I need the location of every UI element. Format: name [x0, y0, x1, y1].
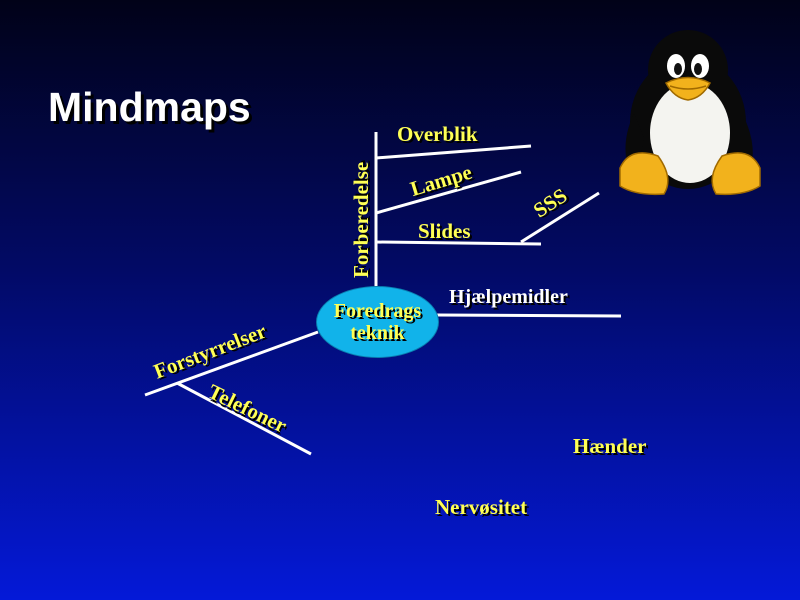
center-node: Foredrags teknik: [316, 286, 439, 358]
line-slides: [375, 240, 542, 246]
line-lampe: [375, 170, 522, 215]
line-hjaelpemidler: [436, 313, 622, 318]
line-overblik: [375, 144, 532, 160]
penguin-icon: [619, 30, 761, 196]
line-telefoner: [176, 381, 312, 456]
label-hjaelpemidler: Hjælpemidler: [449, 286, 568, 308]
slide-title: Mindmaps: [48, 84, 251, 130]
line-sss: [520, 191, 600, 244]
center-node-line2: teknik: [350, 322, 405, 344]
center-node-line1: Foredrags: [333, 300, 422, 322]
label-haender: Hænder: [573, 434, 647, 458]
label-nervositet: Nervøsitet: [435, 495, 528, 519]
line-forstyrrelser: [144, 330, 319, 397]
label-forberedelse: Forberedelse: [349, 161, 373, 278]
label-overblik: Overblik: [397, 122, 478, 146]
label-slides: Slides: [418, 219, 471, 243]
